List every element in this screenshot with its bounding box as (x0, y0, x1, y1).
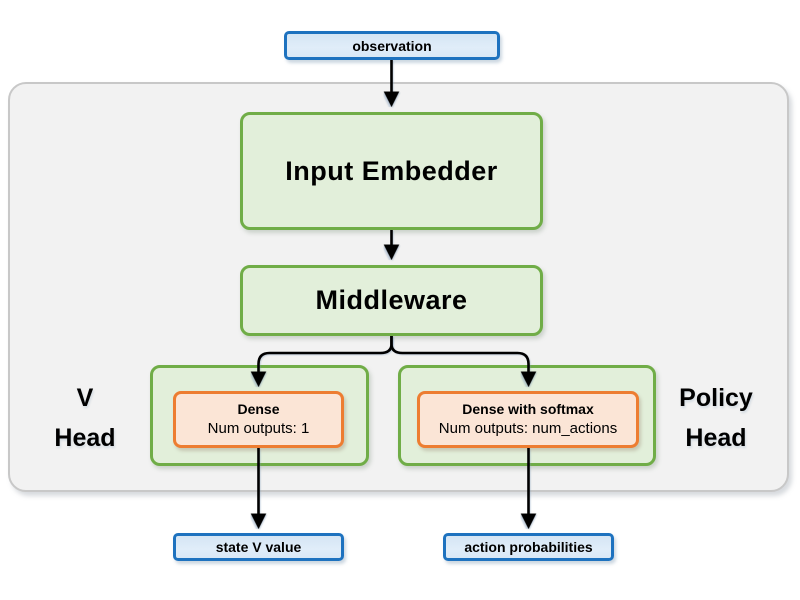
policy-head-label-line2: Head (685, 424, 747, 452)
state-v-value-label: state V value (215, 539, 302, 555)
action-probabilities-node: action probabilities (443, 533, 614, 561)
policy-head-label: Policy Head (656, 378, 776, 458)
v-head-dense-title: Dense (237, 401, 280, 417)
v-head-label: V Head (25, 378, 145, 458)
observation-node: observation (284, 31, 500, 60)
arrow-middleware-to-v-dense (250, 336, 393, 388)
middleware-label: Middleware (315, 285, 468, 315)
observation-label: observation (352, 37, 432, 54)
policy-head-dense-subtitle: Num outputs: num_actions (438, 420, 618, 437)
v-head-dense-node: Dense Num outputs: 1 (173, 391, 344, 448)
action-probabilities-label: action probabilities (464, 539, 593, 555)
policy-head-label-line1: Policy (679, 384, 753, 412)
input-embedder-label: Input Embedder (285, 155, 498, 186)
arrow-middleware-to-policy-dense (390, 336, 537, 388)
v-head-label-line1: V (76, 384, 94, 412)
state-v-value-node: state V value (173, 533, 344, 561)
input-embedder-node: Input Embedder (240, 112, 543, 230)
v-head-label-line2: Head (54, 424, 116, 452)
policy-head-dense-title: Dense with softmax (462, 401, 594, 417)
policy-head-dense-node: Dense with softmax Num outputs: num_acti… (417, 391, 639, 448)
v-head-dense-subtitle: Num outputs: 1 (207, 420, 310, 437)
middleware-node: Middleware (240, 265, 543, 336)
